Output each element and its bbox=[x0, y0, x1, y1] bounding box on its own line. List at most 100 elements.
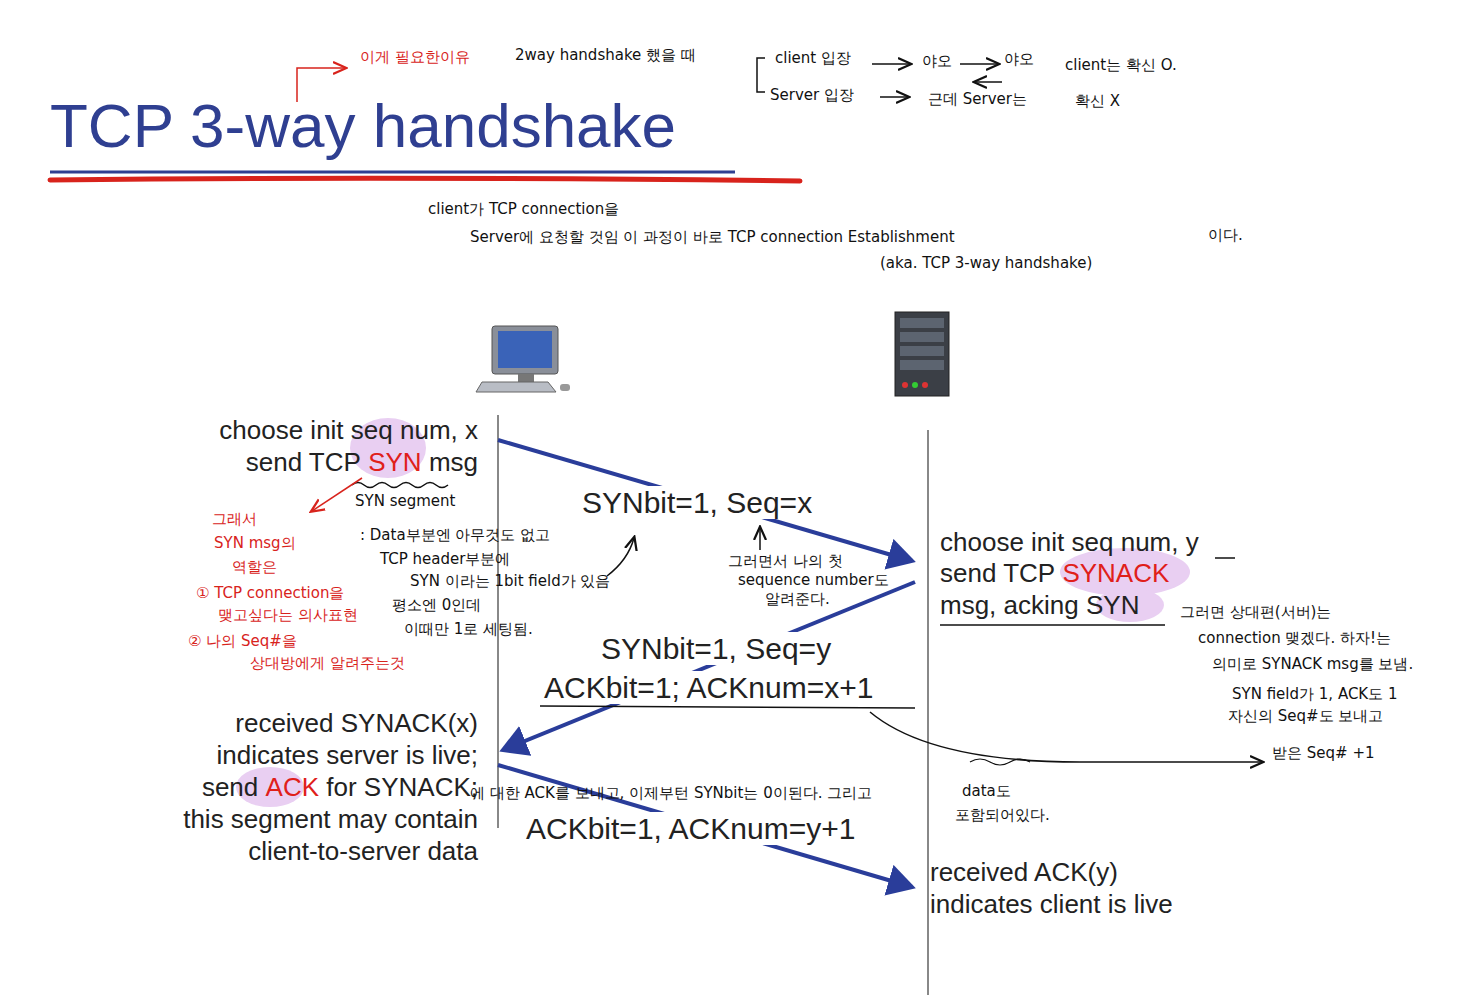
text-line: send TCPSYN msg bbox=[246, 447, 478, 477]
handwritten-note: : Data부분엔 아무것도 없고 bbox=[360, 526, 550, 544]
text-line: 포함되어있다. bbox=[955, 806, 1050, 825]
text-line: client-to-server data bbox=[248, 836, 478, 866]
text-line: Server 입장 bbox=[770, 86, 854, 105]
step-text: send TCP bbox=[940, 558, 1055, 588]
handwritten-note: ② 나의 Seq#을 bbox=[188, 632, 297, 650]
step-text: send TCP bbox=[246, 447, 361, 477]
handwritten-note: 맺고싶다는 의사표현 bbox=[218, 606, 358, 624]
handwritten-note: client 입장 bbox=[775, 49, 851, 67]
handwritten-note: 이때만 1로 세팅됨. bbox=[404, 620, 533, 638]
text-line: SYNbit=1, Seq=y bbox=[597, 632, 835, 666]
handwritten-note: 포함되어있다. bbox=[955, 806, 1050, 824]
step-text: received SYNACK(x) bbox=[235, 708, 478, 738]
handwritten-note: 이다. bbox=[1208, 226, 1243, 244]
step-text: for SYNACK; bbox=[326, 772, 478, 802]
text-line: ① TCP connection을 bbox=[196, 584, 344, 603]
step-text: indicates server is live; bbox=[216, 740, 478, 770]
handwritten-note: 의미로 SYNACK msg를 보냄. bbox=[1212, 655, 1413, 673]
text-line: 자신의 Seq#도 보내고 bbox=[1228, 707, 1383, 726]
handwritten-note: sequence number도 bbox=[738, 571, 889, 589]
handwritten-note: 역할은 bbox=[232, 558, 277, 576]
text-line: SYN field가 1, ACK도 1 bbox=[1232, 685, 1398, 704]
handwritten-note: 확신 X bbox=[1075, 92, 1120, 110]
text-line: indicates server is live; bbox=[216, 740, 478, 770]
text-line: TCP header부분에 bbox=[380, 550, 510, 569]
handwritten-note: Server에 요청할 것임 이 과정이 바로 TCP connection E… bbox=[470, 228, 955, 246]
text-line: data도 bbox=[962, 782, 1011, 801]
text-line: client 입장 bbox=[775, 49, 851, 68]
step-text: indicates client is live bbox=[930, 889, 1173, 919]
handwritten-note: 에 대한 ACK를 보내고, 이제부턴 SYNbit는 0이된다. 그리고 bbox=[470, 784, 872, 802]
text-line: ACKbit=1, ACKnum=y+1 bbox=[522, 812, 859, 846]
step-text: msg bbox=[429, 447, 478, 477]
text-line: client가 TCP connection을 bbox=[428, 200, 619, 219]
handwritten-note: SYN msg의 bbox=[214, 534, 296, 552]
handwritten-note: SYN segment bbox=[355, 492, 455, 510]
handwritten-note: 근데 Server는 bbox=[928, 90, 1027, 108]
text-line: 이게 필요한이유 bbox=[360, 48, 470, 67]
text-line: 이다. bbox=[1208, 226, 1243, 245]
text-line: : Data부분엔 아무것도 없고 bbox=[360, 526, 550, 545]
text-line: received SYNACK(x) bbox=[235, 708, 478, 738]
handwritten-note: client가 TCP connection을 bbox=[428, 200, 619, 218]
text-line: SYN segment bbox=[355, 492, 455, 511]
text-line: ② 나의 Seq#을 bbox=[188, 632, 297, 651]
step-text: choose init seq num, y bbox=[940, 527, 1199, 557]
handwritten-note: SYN 이라는 1bit field가 있음 bbox=[410, 572, 610, 590]
text-line: send TCPSYNACK bbox=[940, 558, 1169, 588]
text-line: 이때만 1로 세팅됨. bbox=[404, 620, 533, 639]
handwritten-note: (aka. TCP 3-way handshake) bbox=[880, 254, 1092, 272]
step-text: ACK bbox=[266, 772, 319, 802]
handwritten-note: 야오 bbox=[922, 52, 952, 70]
text-line: 그래서 bbox=[212, 510, 257, 529]
text-line: 맺고싶다는 의사표현 bbox=[218, 606, 358, 625]
text-line: 에 대한 ACK를 보내고, 이제부턴 SYNbit는 0이된다. 그리고 bbox=[470, 784, 872, 803]
step-text: this segment may contain bbox=[183, 804, 478, 834]
text-line: indicates client is live bbox=[930, 889, 1173, 919]
handwritten-note: TCP header부분에 bbox=[380, 550, 510, 568]
handwritten-note: client는 확신 O. bbox=[1065, 56, 1177, 74]
handwritten-note: 받은 Seq# +1 bbox=[1272, 744, 1375, 762]
text-line: 2way handshake 했을 때 bbox=[515, 46, 696, 65]
segment-label: ACKbit=1; ACKnum=x+1 bbox=[540, 671, 877, 704]
text-line: msg, acking SYN bbox=[940, 590, 1139, 620]
step-text: client-to-server data bbox=[248, 836, 478, 866]
handwritten-note: 그래서 bbox=[212, 510, 257, 528]
segment-label: ACKbit=1, ACKnum=y+1 bbox=[522, 812, 859, 845]
text-line: (aka. TCP 3-way handshake) bbox=[880, 254, 1092, 273]
handwritten-note: 그러면서 나의 첫 bbox=[728, 552, 843, 570]
text-line: 그러면서 나의 첫 bbox=[728, 552, 843, 571]
handwritten-note: 알려준다. bbox=[765, 590, 830, 608]
step-text: received ACK(y) bbox=[930, 857, 1118, 887]
text-line: client는 확신 O. bbox=[1065, 56, 1177, 75]
handwritten-note: ① TCP connection을 bbox=[196, 584, 344, 602]
text-line: 야오 bbox=[1004, 50, 1034, 69]
text-line: ACKbit=1; ACKnum=x+1 bbox=[540, 671, 877, 705]
text-line: SYN msg의 bbox=[214, 534, 296, 553]
handwritten-note: 야오 bbox=[1004, 50, 1034, 68]
text-line: SYNbit=1, Seq=x bbox=[578, 486, 816, 520]
handwritten-note: 자신의 Seq#도 보내고 bbox=[1228, 707, 1383, 725]
handwritten-note: 이게 필요한이유 bbox=[360, 48, 470, 66]
handwritten-note: SYN field가 1, ACK도 1 bbox=[1232, 685, 1398, 703]
text-line: 상대방에게 알려주는것 bbox=[250, 654, 405, 673]
slide-title: TCP 3-way handshake bbox=[50, 90, 676, 161]
handwritten-note: 그러면 상대편(서버)는 bbox=[1180, 603, 1331, 621]
text-line: 그러면 상대편(서버)는 bbox=[1180, 603, 1331, 622]
text-line: Server에 요청할 것임 이 과정이 바로 TCP connection E… bbox=[470, 228, 955, 247]
segment-label: SYNbit=1, Seq=y bbox=[597, 632, 835, 665]
text-line: 확신 X bbox=[1075, 92, 1120, 111]
text-line: connection 맺겠다. 하자!는 bbox=[1198, 629, 1391, 648]
text-line: received ACK(y) bbox=[930, 857, 1118, 887]
handwritten-note: 평소엔 0인데 bbox=[392, 596, 481, 614]
text-line: 알려준다. bbox=[765, 590, 830, 609]
text-line: SYN 이라는 1bit field가 있음 bbox=[410, 572, 610, 591]
step-text: SYN bbox=[368, 447, 421, 477]
text-line: choose init seq num, y bbox=[940, 527, 1199, 557]
segment-label: SYNbit=1, Seq=x bbox=[578, 486, 816, 519]
text-line: sendACKfor SYNACK; bbox=[202, 772, 478, 802]
handwritten-note: 2way handshake 했을 때 bbox=[515, 46, 696, 64]
text-line: 의미로 SYNACK msg를 보냄. bbox=[1212, 655, 1413, 674]
text-line: sequence number도 bbox=[738, 571, 889, 590]
